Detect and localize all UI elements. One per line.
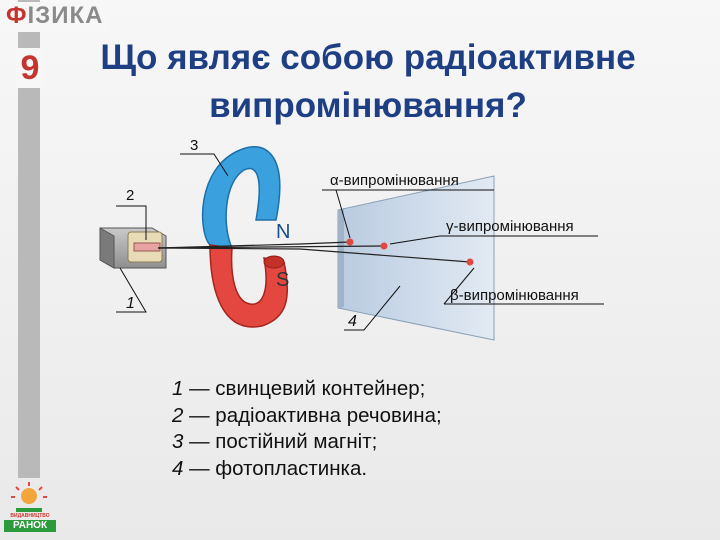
magnet-south-end bbox=[263, 255, 285, 269]
leader-gamma-pointer bbox=[389, 235, 441, 245]
lead-container bbox=[99, 227, 167, 269]
magnet-north-pole bbox=[201, 146, 281, 249]
alpha-spot bbox=[346, 238, 354, 246]
brand-title-rest: ІЗИКА bbox=[27, 2, 104, 29]
magnet bbox=[201, 146, 289, 328]
alpha-label: α-випромінювання bbox=[330, 172, 459, 189]
legend-number: 2 bbox=[172, 403, 184, 427]
alpha-ray bbox=[157, 241, 351, 249]
leader-alpha-pointer bbox=[335, 189, 351, 239]
leader-2 bbox=[116, 205, 147, 240]
brand-title-first-letter: Ф bbox=[6, 2, 28, 29]
legend-text: — фотопластинка. bbox=[183, 456, 368, 480]
radioactive-substance bbox=[133, 242, 161, 252]
leader-beta-pointer bbox=[443, 267, 475, 305]
beta-ray bbox=[157, 247, 471, 263]
impact-spots bbox=[346, 238, 474, 266]
left-sidebar-bar bbox=[18, 0, 40, 478]
legend-number: 4 bbox=[172, 456, 184, 480]
legend-number: 1 bbox=[172, 377, 184, 400]
legend: 1 — свинцевий контейнер; 2 — радіоактивн… bbox=[172, 376, 442, 482]
label-2: 2 bbox=[126, 187, 134, 204]
grade-number: 9 bbox=[16, 48, 44, 88]
label-3: 3 bbox=[190, 137, 198, 154]
legend-item: 3 — постійний магніт; bbox=[172, 429, 442, 456]
legend-item: 4 — фотопластинка. bbox=[172, 456, 442, 483]
leader-lines bbox=[116, 153, 604, 331]
legend-item: 1 — свинцевий контейнер; bbox=[172, 376, 442, 403]
publisher-logo-icon bbox=[11, 482, 47, 512]
beta-label: β-випромінювання bbox=[450, 287, 579, 304]
gamma-spot bbox=[380, 242, 388, 250]
publisher-name: РАНОК bbox=[4, 520, 56, 532]
leader-1 bbox=[116, 267, 147, 313]
slide-title: Що являє собою радіоактивне випромінюван… bbox=[100, 38, 636, 125]
north-label: N bbox=[276, 221, 290, 243]
publisher-small-text: ВИДАВНИЦТВО bbox=[10, 513, 50, 519]
south-label: S bbox=[276, 269, 289, 291]
brand-title: ФІЗИКА bbox=[0, 2, 110, 32]
legend-text: — радіоактивна речовина; bbox=[183, 403, 442, 427]
label-1: 1 bbox=[126, 295, 135, 312]
radiation-beams bbox=[157, 241, 471, 263]
leader-4 bbox=[344, 285, 401, 331]
beta-spot bbox=[466, 258, 474, 266]
legend-text: — постійний магніт; bbox=[183, 430, 378, 453]
label-4: 4 bbox=[348, 313, 357, 330]
legend-item: 2 — радіоактивна речовина; bbox=[172, 403, 442, 430]
legend-text: — свинцевий контейнер; bbox=[183, 377, 426, 400]
gamma-label: γ-випромінювання bbox=[446, 218, 574, 235]
legend-number: 3 bbox=[172, 430, 184, 453]
leader-3 bbox=[180, 153, 229, 177]
